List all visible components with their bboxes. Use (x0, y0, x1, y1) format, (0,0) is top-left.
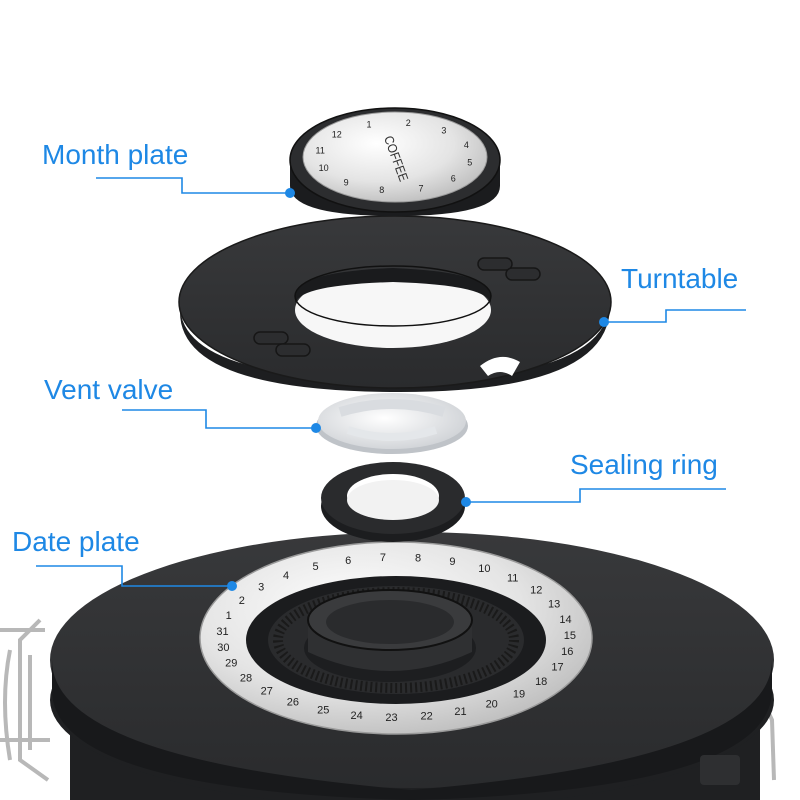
date-number: 31 (216, 626, 228, 638)
date-number: 22 (420, 711, 432, 723)
date-number: 29 (225, 658, 237, 670)
date-number: 28 (240, 672, 252, 684)
vent-valve-dot (311, 423, 321, 433)
month-number: 8 (379, 185, 384, 195)
date-number: 9 (449, 556, 455, 568)
grip-bumps (253, 257, 541, 357)
month-number: 6 (451, 173, 456, 183)
wire-clasp (0, 618, 50, 782)
date-number: 8 (415, 553, 421, 565)
turntable (178, 215, 612, 392)
month-number: 1 (366, 119, 371, 129)
turntable-label: Turntable (621, 263, 739, 294)
sealing-ring (321, 462, 465, 542)
date-number: 25 (317, 705, 329, 717)
turntable-dot (599, 317, 609, 327)
date-number: 13 (548, 599, 560, 611)
month-number: 10 (319, 163, 329, 173)
date-number: 1 (226, 610, 232, 622)
date-number: 2 (239, 595, 245, 607)
date-number: 17 (551, 662, 563, 674)
date-number: 18 (535, 676, 547, 688)
month-number: 12 (332, 129, 342, 139)
month-number: 11 (316, 145, 325, 155)
sealing-ring-label: Sealing ring (570, 449, 718, 480)
month-plate-label: Month plate (42, 139, 189, 170)
month-number: 3 (441, 125, 446, 135)
date-plate-label: Date plate (12, 526, 140, 557)
month-plate-dot (285, 188, 295, 198)
date-number: 30 (217, 642, 229, 654)
date-number: 7 (380, 552, 386, 564)
sealing-ring-dot (461, 497, 471, 507)
month-number: 5 (467, 157, 472, 167)
date-number: 19 (513, 689, 525, 701)
callout-lines (36, 177, 746, 587)
vent-valve (316, 393, 468, 454)
date-number: 3 (258, 581, 264, 593)
date-plate-dot (227, 581, 237, 591)
month-number: 7 (418, 183, 423, 193)
date-number: 23 (385, 712, 397, 724)
date-number: 14 (559, 614, 571, 626)
month-number: 4 (464, 140, 469, 150)
date-number: 5 (312, 561, 318, 573)
date-number: 27 (261, 686, 273, 698)
date-number: 26 (287, 696, 299, 708)
date-number: 11 (507, 573, 518, 585)
date-number: 15 (564, 630, 576, 642)
date-number: 10 (478, 563, 490, 575)
month-number: 9 (344, 177, 349, 187)
date-number: 16 (561, 646, 573, 658)
callout-dots (227, 188, 609, 591)
month-number: 2 (406, 118, 411, 128)
date-number: 20 (486, 699, 498, 711)
date-number: 4 (283, 570, 289, 582)
date-number: 24 (350, 710, 362, 722)
vent-valve-label: Vent valve (44, 374, 174, 405)
date-number: 21 (454, 706, 466, 718)
date-number: 12 (530, 585, 542, 597)
date-number: 6 (345, 555, 351, 567)
